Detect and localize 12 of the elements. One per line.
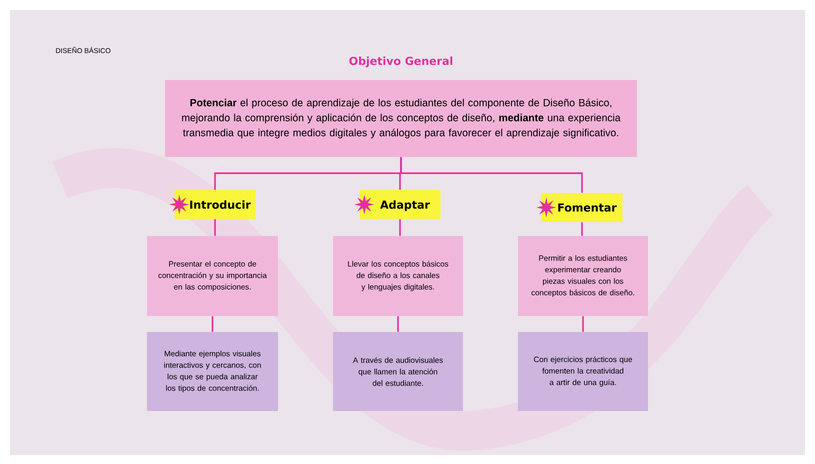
- verb-tag: Adaptar: [354, 190, 440, 219]
- connector-line: [400, 157, 583, 193]
- verb-tag: Fomentar: [536, 193, 622, 222]
- connector-line: [214, 219, 216, 236]
- connector-line: [212, 316, 214, 332]
- connector-line: [397, 316, 399, 332]
- connector-line: [399, 219, 401, 236]
- verb-tag: Introducir: [169, 190, 256, 219]
- connector-line: [582, 316, 584, 332]
- connector-line: [581, 222, 583, 236]
- objective-box: Potenciar el proceso de aprendizaje de los estudiantes del componente de Diseño Básico, mejorando la comprensión y aplicación de los conceptos de diseño, mediante una experiencia transmedia que integre medios digitales y análogos para favorecer el aprendizaje significativo.: [165, 80, 637, 157]
- objective-heading: Objetivo General: [349, 56, 452, 68]
